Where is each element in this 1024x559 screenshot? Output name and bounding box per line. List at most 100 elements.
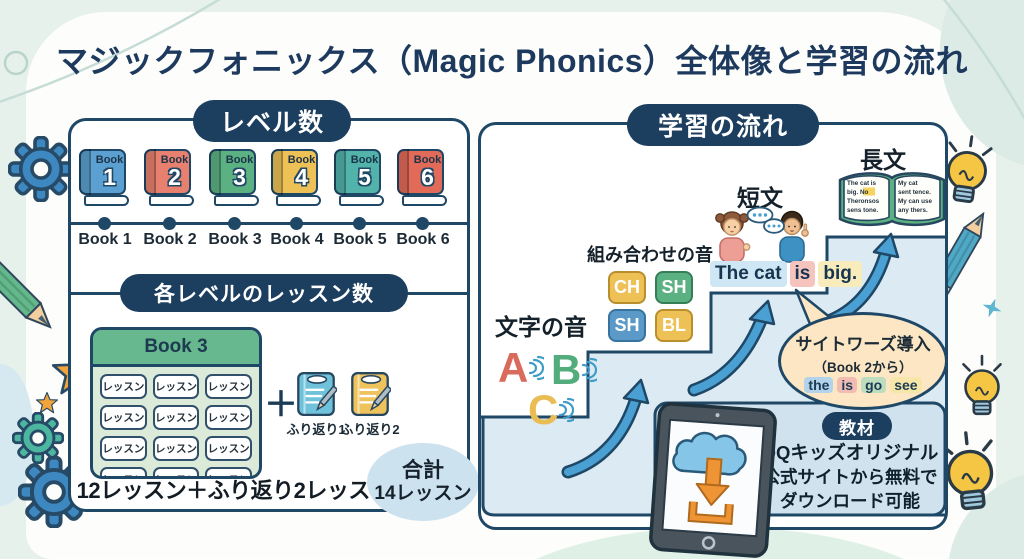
talking-kids-illustration [715,207,809,263]
book-spine [397,149,409,195]
book-number: 3 [233,164,246,190]
materials-line: QQキッズオリジナル [761,442,939,463]
lesson-summary: 12レッスン＋ふり返り2レッスン [76,478,392,503]
lesson-pill: レッスン [205,405,252,430]
book-icon: Book 5 [333,149,387,207]
book-word: Book [95,154,124,166]
levels-header-pill: レベル数 [193,100,351,142]
example-sentence: The cat is big. [710,261,863,287]
book-word: Book [225,154,254,166]
book-spine [209,149,221,195]
page-title: マジックフォニックス（Magic Phonics）全体像と学習の流れ [55,43,969,79]
phonics-letter: C [528,386,559,433]
lesson-pill: レッスン [205,467,252,476]
phonics-tile: SH [608,309,646,342]
svg-text:The cat is: The cat is [847,180,877,187]
up-arrow [561,378,650,479]
sentence-word: The cat [710,261,787,287]
plus-sign: ＋ [264,386,298,424]
sound-wave-icon [528,355,544,381]
book-cover [271,149,318,195]
lesson-pill: レッスン [100,467,147,476]
phonics-tile: BL [655,309,693,342]
sight-words-title: サイトワーズ導入 [795,334,931,354]
timeline-dot [228,217,241,230]
phonics-letter: A [498,344,529,391]
lesson-pill: レッスン [152,405,200,430]
phonics-tile: SH [655,271,693,304]
total-value: 14レッスン [374,483,472,505]
materials-line: ダウンロード可能 [780,490,920,511]
book-caption: Book 4 [270,231,324,248]
lessons-header-pill: 各レベルのレッスン数 [120,274,408,312]
sentence-word: big. [818,261,863,287]
up-arrow [687,299,776,397]
sound-wave-icon [581,357,597,383]
flow-header-pill: 学習の流れ [627,104,819,146]
lesson-pill: レッスン [152,374,200,399]
book-word: Book [413,154,442,166]
book-cover [397,149,444,195]
book3-card-title: Book 3 [93,330,259,367]
book-number: 4 [295,164,308,190]
sound-wave-icon [558,397,574,423]
svg-text:big. No: big. No [847,189,868,196]
book-spine [79,149,91,195]
book-caption: Book 3 [208,231,262,248]
svg-text:My can use: My can use [898,198,932,205]
book-caption: Book 2 [143,231,197,248]
levels-panel: レベル数 Book 1 Book 2 Book 3 Book 4 [68,100,479,521]
materials-line: 公式サイトから無料で [762,466,938,487]
timeline-dot [416,217,429,230]
book-word: Book [287,154,316,166]
sight-word: is [837,376,858,393]
book-pages-edge [214,195,259,206]
book-number: 1 [103,164,116,190]
tablet-download-illustration [649,402,777,558]
book-caption: Book 5 [333,231,387,248]
review-notebook-icon [351,372,391,416]
svg-text:sens tone.: sens tone. [847,207,878,214]
materials-description: QQキッズオリジナル 公式サイトから無料で ダウンロード可能 [751,441,949,513]
timeline-dot [353,217,366,230]
book-pages-edge [339,195,384,206]
learning-flow-panel: 学習の流れ 文字の [478,104,949,558]
svg-text:any thers.: any thers. [898,207,928,214]
svg-text:sent tence.: sent tence. [898,189,931,196]
svg-text:Theronsos: Theronsos [847,198,880,205]
book-caption: Book 1 [78,231,132,248]
lightbulb-icon [954,354,1010,420]
lesson-pill: レッスン [205,436,252,461]
total-label: 合計 [402,459,444,482]
timeline-dot [163,217,176,230]
lesson-pill: レッスン [152,467,200,476]
sight-words-subtitle: （Book 2から） [813,359,913,375]
sight-word: see [890,376,922,393]
lesson-pill: レッスン [100,436,147,461]
review-notebook-icon [297,372,337,416]
lesson-grid: レッスン レッスン レッスン レッスン レッスン レッスン レッスン レッスン … [100,374,252,476]
book-number: 6 [421,164,434,190]
svg-text:My cat: My cat [898,180,919,187]
book-pages-edge [84,195,129,206]
total-badge: 合計 14レッスン [367,443,479,521]
book3-lesson-card: Book 3 レッスン レッスン レッスン レッスン レッスン レッスン レッス… [90,327,262,479]
materials-header-pill: 教材 [822,412,892,440]
book-icon: Book 2 [143,149,197,207]
book-word: Book [160,154,189,166]
level-timeline [69,222,469,225]
book-number: 5 [358,164,371,190]
sight-words-bubble: サイトワーズ導入 （Book 2から） the is go see [778,312,948,410]
highlighted-word-bg [863,187,875,196]
book-spine [271,149,283,195]
lesson-pill: レッスン [205,374,252,399]
book-spine [334,149,346,195]
book-pages-edge [149,195,194,206]
book-caption: Book 6 [396,231,450,248]
open-book-illustration: The cat is big. No Theronsos sens tone. … [838,172,946,227]
download-arrow-icon [687,457,734,525]
book-spine [144,149,156,195]
sentence-word: is [789,261,816,287]
